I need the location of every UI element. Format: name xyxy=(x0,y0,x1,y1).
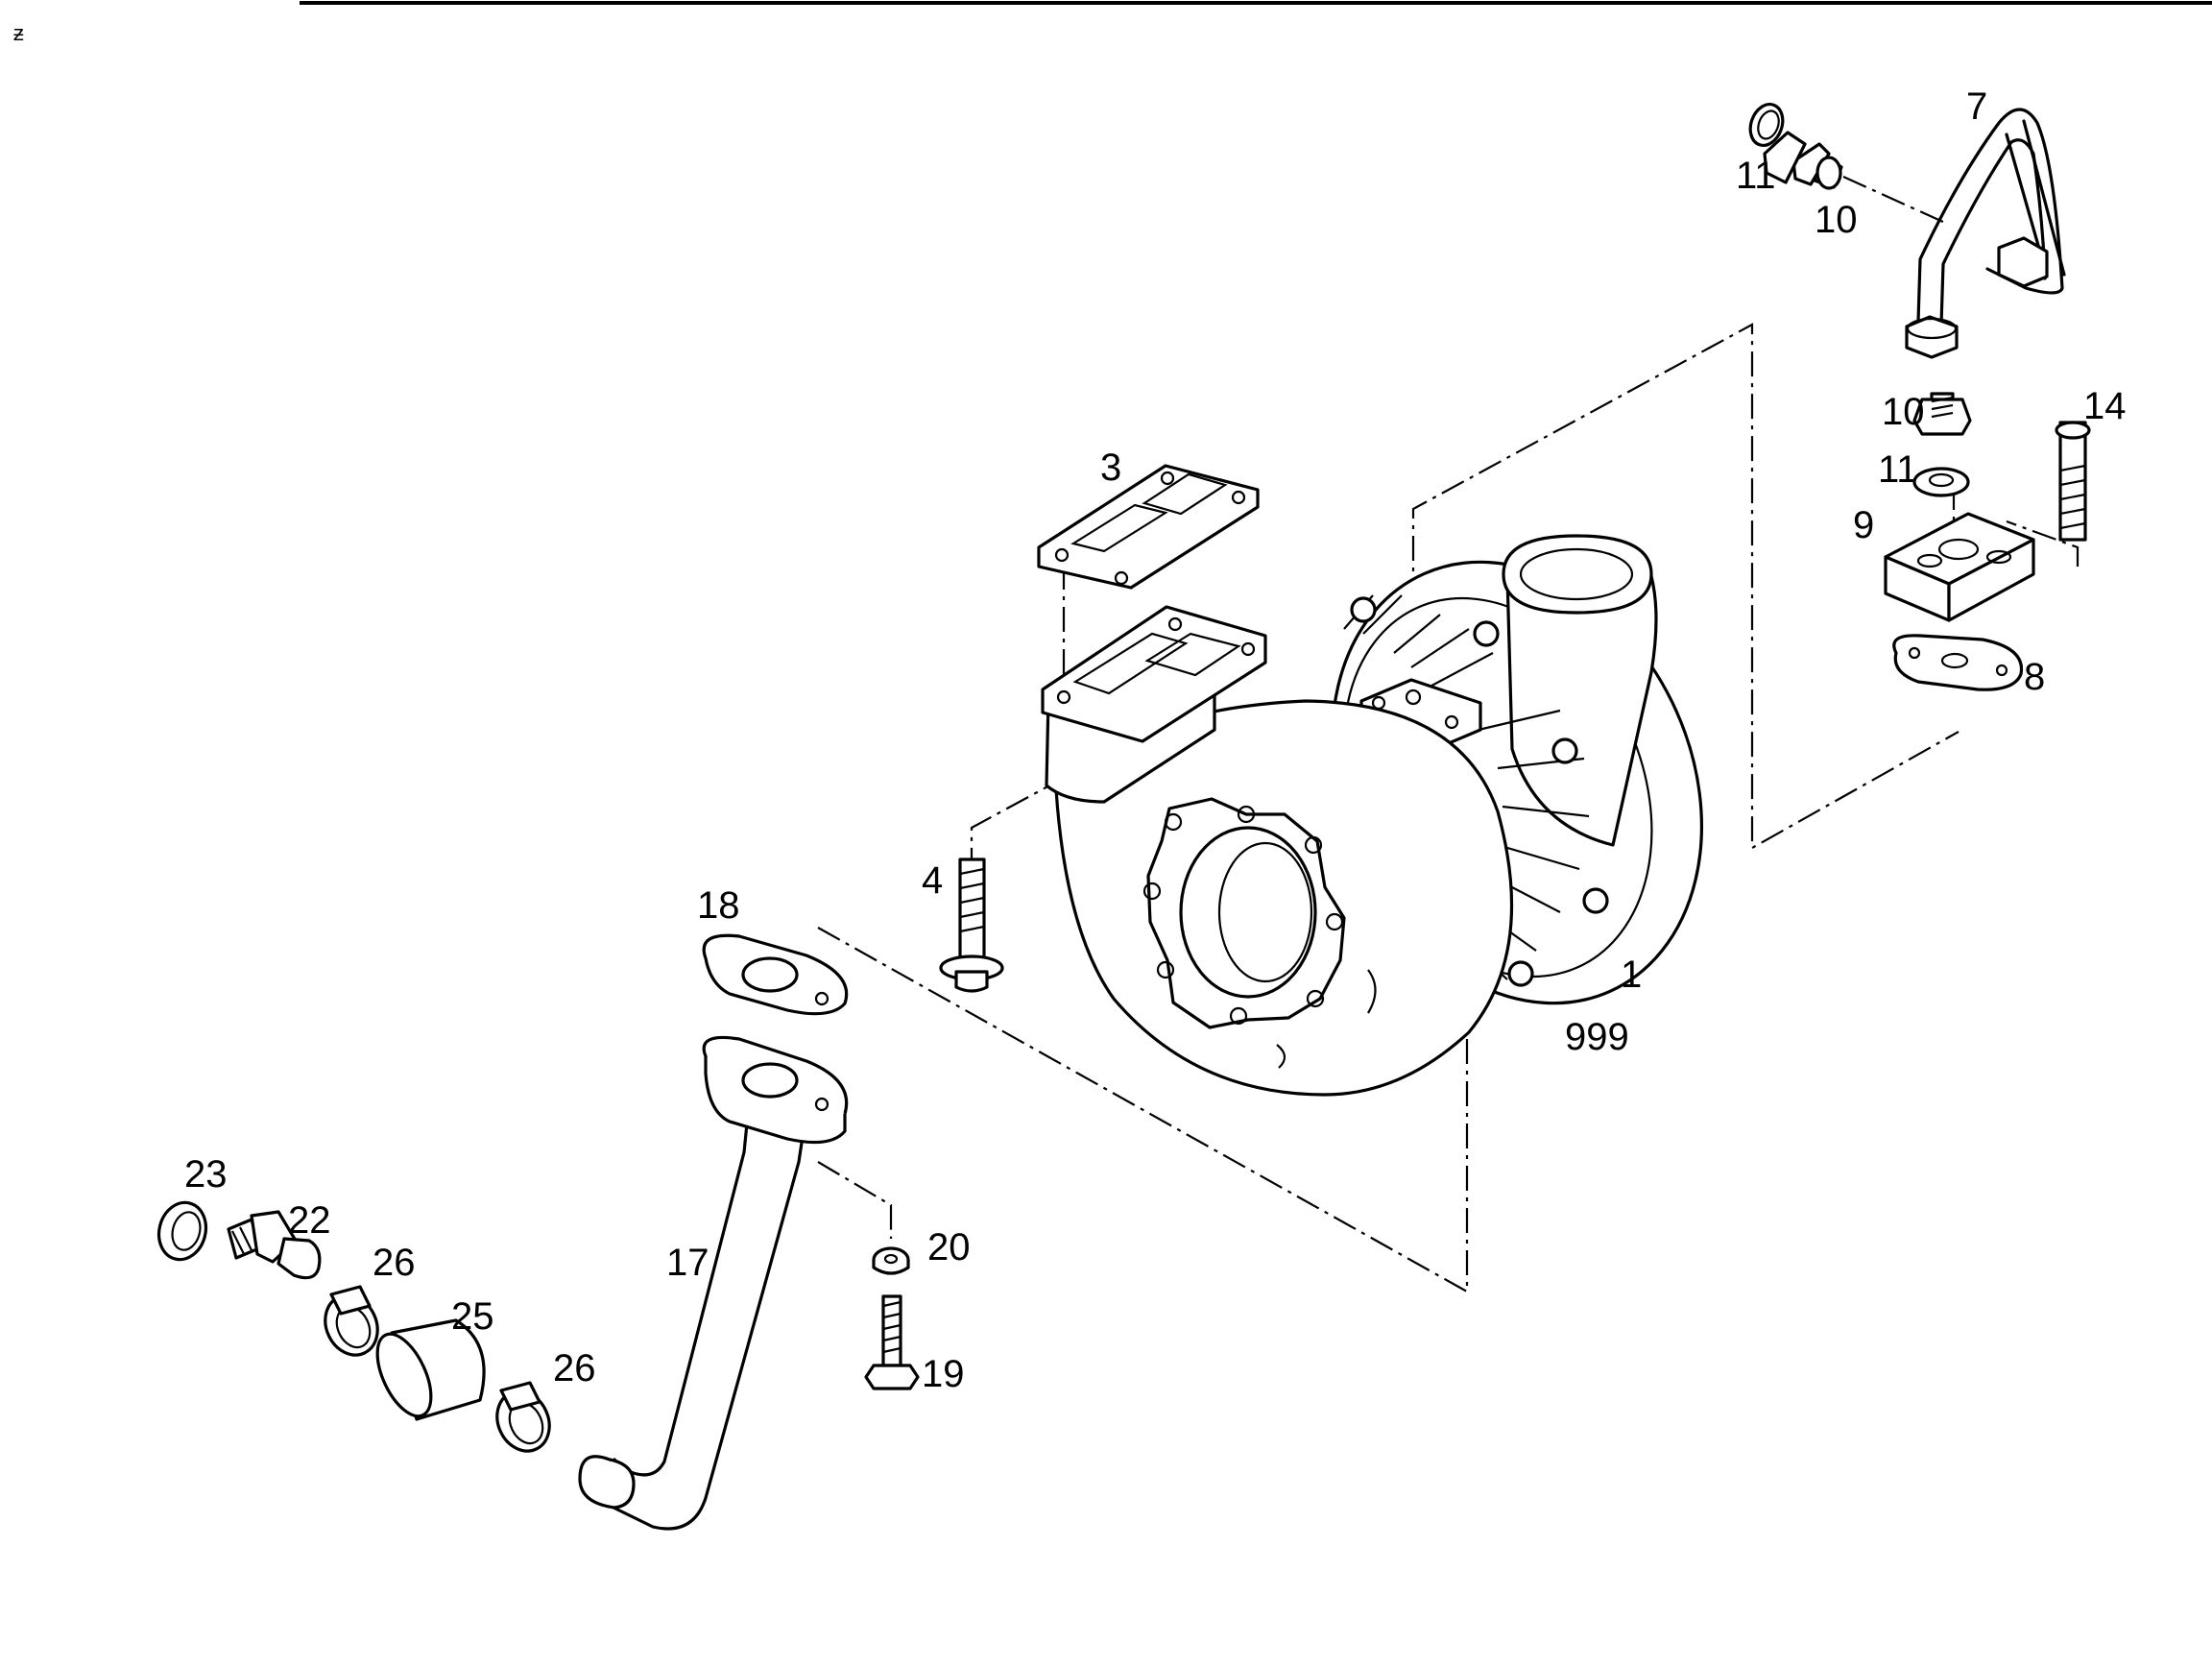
callout-3: 3 xyxy=(1100,447,1121,489)
part-11-lower-washer xyxy=(1912,467,1970,497)
part-7-oil-feed-pipe xyxy=(1905,108,2066,359)
part-25-hose xyxy=(375,1318,486,1421)
part-19-bolt xyxy=(864,1294,920,1390)
callout-17: 17 xyxy=(666,1242,709,1284)
part-10-lower-fitting xyxy=(1912,392,1972,436)
callout-25: 25 xyxy=(451,1295,494,1338)
part-4-flange-bolt xyxy=(939,858,1004,993)
part-18-gasket xyxy=(702,933,849,1016)
callout-23: 23 xyxy=(184,1153,228,1196)
callout-4: 4 xyxy=(922,859,943,902)
callout-8: 8 xyxy=(2024,656,2045,698)
part-3-exhaust-gasket xyxy=(1037,464,1260,590)
part-23-seal-ring xyxy=(156,1200,208,1262)
callout-10-lower: 10 xyxy=(1882,391,1925,433)
part-11-upper-seal-ring xyxy=(1748,103,1785,147)
part-17-oil-return-pipe xyxy=(578,1035,849,1531)
callout-19: 19 xyxy=(922,1353,965,1395)
part-22-connector xyxy=(227,1210,322,1280)
callout-7: 7 xyxy=(1966,85,1987,128)
callout-999: 999 xyxy=(1565,1016,1629,1058)
part-26-hose-clamp-right xyxy=(495,1381,551,1453)
callout-10-upper: 10 xyxy=(1815,199,1858,241)
callout-26-left: 26 xyxy=(373,1242,416,1284)
callout-14: 14 xyxy=(2083,385,2127,427)
part-8-gasket xyxy=(1892,634,2024,691)
part-9-adapter-block xyxy=(1884,512,2035,622)
corner-mark: ƶ xyxy=(13,21,24,45)
part-26-hose-clamp-left xyxy=(324,1285,379,1357)
part-14-bolt xyxy=(2055,421,2091,542)
callout-22: 22 xyxy=(288,1199,331,1242)
callout-20: 20 xyxy=(927,1226,971,1268)
callout-11-lower: 11 xyxy=(1878,448,1918,491)
callout-26-right: 26 xyxy=(553,1347,596,1389)
callout-9: 9 xyxy=(1853,504,1874,546)
housing-bolt-heads xyxy=(1350,596,1609,987)
outlet-flange-bolts xyxy=(1142,805,1344,1026)
callout-11-upper: 11 xyxy=(1736,155,1776,197)
callout-18: 18 xyxy=(697,884,740,927)
turbocharger xyxy=(1041,534,1703,1097)
part-10-upper-fitting xyxy=(1763,131,1843,190)
callout-1: 1 xyxy=(1621,954,1642,996)
part-20-washer xyxy=(872,1246,910,1275)
callout-labels: 1 999 3 4 7 8 9 10 10 11 11 14 17 18 19 … xyxy=(184,85,2127,1395)
